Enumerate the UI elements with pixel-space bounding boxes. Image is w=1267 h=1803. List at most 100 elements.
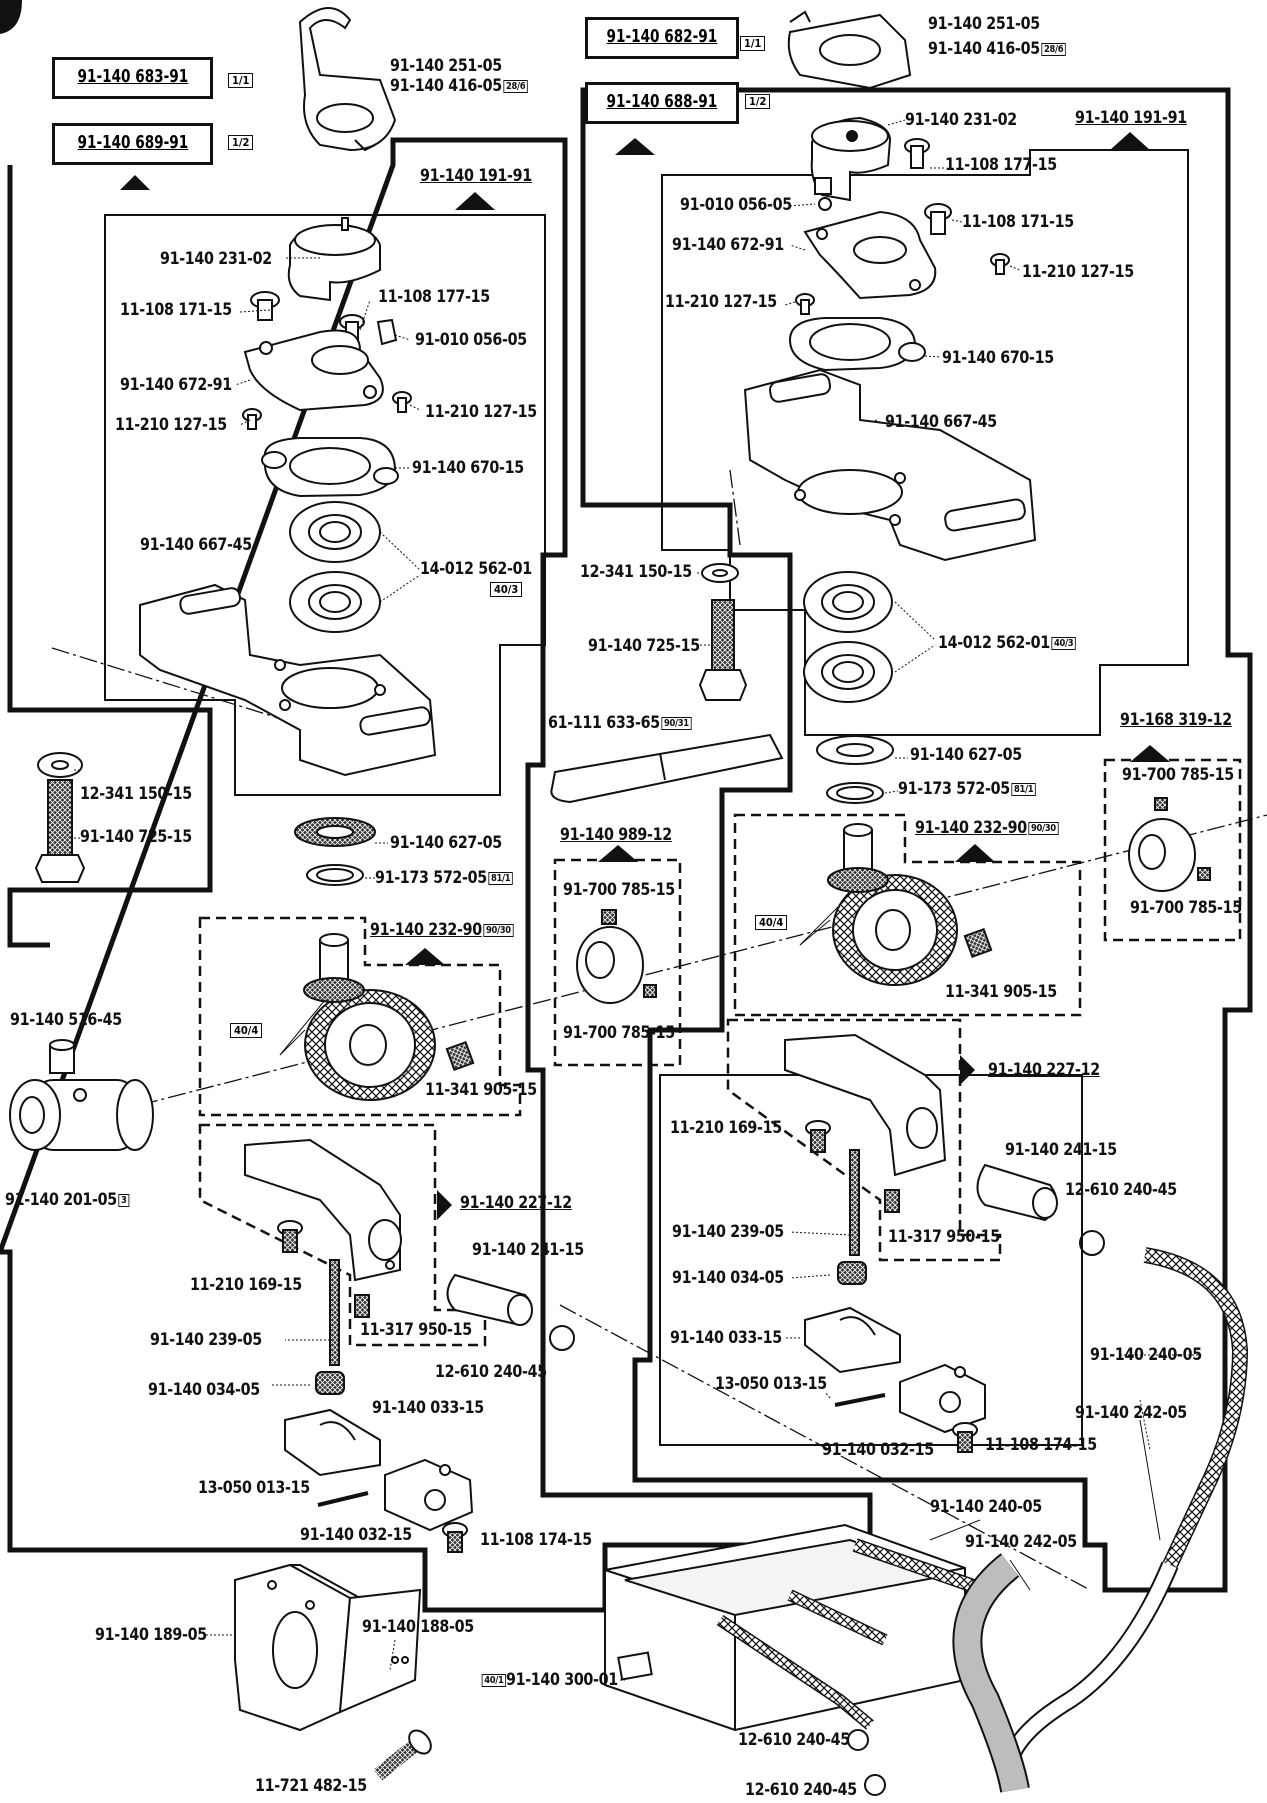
screw-127b-left [392,391,412,413]
label-033-right: 91-140 033-15 [670,1328,782,1348]
label-670-left: 91-140 670-15 [412,458,524,478]
group-header-191-right: 91-140 191-91 [1075,108,1187,128]
group-header-319: 91-168 319-12 [1120,710,1232,730]
collar-989-center [576,926,644,1004]
block-056-right [814,177,832,211]
label-169-left: 11-210 169-15 [190,1275,302,1295]
ring-670-right [788,317,926,372]
nut-034-left [315,1371,345,1395]
bracket-189 [234,1563,361,1732]
qty-683: 1/1 [228,73,254,88]
assembly-number: 91-140 682-91 [606,26,718,47]
label-242-right: 91-140 242-05 [1075,1403,1187,1423]
block-033-left [284,1408,381,1477]
spring-950-right [884,1189,900,1213]
box-300 [604,1523,966,1732]
label-231-left: 91-140 231-02 [160,249,272,269]
label-627-right: 91-140 627-05 [910,745,1022,765]
bracket-251-right [787,10,912,90]
label-169-right: 11-210 169-15 [670,1118,782,1138]
label-013-left: 13-050 013-15 [198,1478,310,1498]
arrow-right-319 [1130,745,1170,762]
right-bottom-outline [659,1074,1083,1446]
key-633-center [550,733,784,804]
page-corner-mark [0,0,22,34]
label-950-left: 11-317 950-15 [360,1320,472,1340]
label-033-left: 91-140 033-15 [372,1398,484,1418]
cable-240-right [1143,1247,1249,1569]
label-032-right: 91-140 032-15 [822,1440,934,1460]
label-056-right: 91-010 056-05 [680,195,792,215]
label-905-left: 11-341 905-15 [425,1080,537,1100]
bearing-562-lower-right [803,641,893,703]
assembly-box-688: 91-140 688-91 [585,82,739,124]
ring-610-right [1079,1230,1105,1256]
label-667-right: 91-140 667-45 [885,412,997,432]
label-150-left: 12-341 150-15 [80,784,192,804]
label-627-left: 91-140 627-05 [390,833,502,853]
label-056-left: 91-010 056-05 [415,330,527,350]
bracket-672-left [243,329,384,412]
setscrew-785a [601,909,617,925]
rings-610-bottom [847,1729,886,1796]
bolt-725-center [698,599,748,701]
block-033-right [804,1306,901,1374]
label-241-left: 91-140 241-15 [472,1240,584,1260]
arrow-right-232 [955,844,995,862]
bracket-251-left [298,7,397,152]
label-240-right: 91-140 240-05 [1090,1345,1202,1365]
label-239-left: 91-140 239-05 [150,1330,262,1350]
label-670-right: 91-140 670-15 [942,348,1054,368]
bearing-562-upper-right [803,571,893,633]
screw-127-right-a [990,253,1010,275]
label-127b-left: 11-210 127-15 [425,402,537,422]
screw-171-right [924,203,952,235]
label-610-right: 12-610 240-45 [1065,1180,1177,1200]
label-127b-right: 11-210 127-15 [665,292,777,312]
washer-572-right [826,782,884,804]
assembly-box-683: 91-140 683-91 [52,57,213,99]
label-672-right: 91-140 672-91 [672,235,784,255]
right-group-outline [580,87,1253,1593]
group-header-989: 91-140 989-12 [560,825,672,845]
label-188: 91-140 188-05 [362,1617,474,1637]
arrow-center-989 [598,845,638,862]
coupling-201-left [9,1079,154,1151]
pin-013-right [834,1393,886,1407]
bracket-188 [338,1588,422,1714]
screw-171-left [250,291,280,321]
group-header-191-left: 91-140 191-91 [420,166,532,186]
cam-231-left [287,217,381,302]
rod-239-right [849,1149,860,1256]
assembly-number: 91-140 688-91 [606,91,718,112]
screw-169-left [277,1220,303,1253]
washer-150-center [701,563,739,583]
arrow-left-232 [405,948,445,965]
qty-682: 1/1 [740,36,766,51]
nut-034-right [837,1261,867,1285]
arrow-left-227 [437,1190,452,1220]
gear-232-right [827,823,958,986]
label-242-bottom: 91-140 242-05 [965,1532,1077,1552]
label-725-left: 91-140 725-15 [80,827,192,847]
bearing-562-upper-left [289,501,381,563]
label-231-right: 91-140 231-02 [905,110,1017,130]
label-150-center: 12-341 150-15 [580,562,692,582]
setscrew-785-rr-a [1154,797,1168,811]
screw-127a-left [242,408,262,430]
screw-169-right [805,1120,831,1153]
washer-150-left [37,752,83,778]
label-240-bottom: 91-140 240-05 [930,1497,1042,1517]
label-785b-center: 91-700 785-15 [563,1023,675,1043]
left-232-dashed [198,916,522,1117]
label-516-left: 91-140 516-45 [10,1010,122,1030]
bracket-227-left [244,1138,402,1282]
collar-319 [1128,818,1196,892]
assembly-box-689: 91-140 689-91 [52,123,213,165]
